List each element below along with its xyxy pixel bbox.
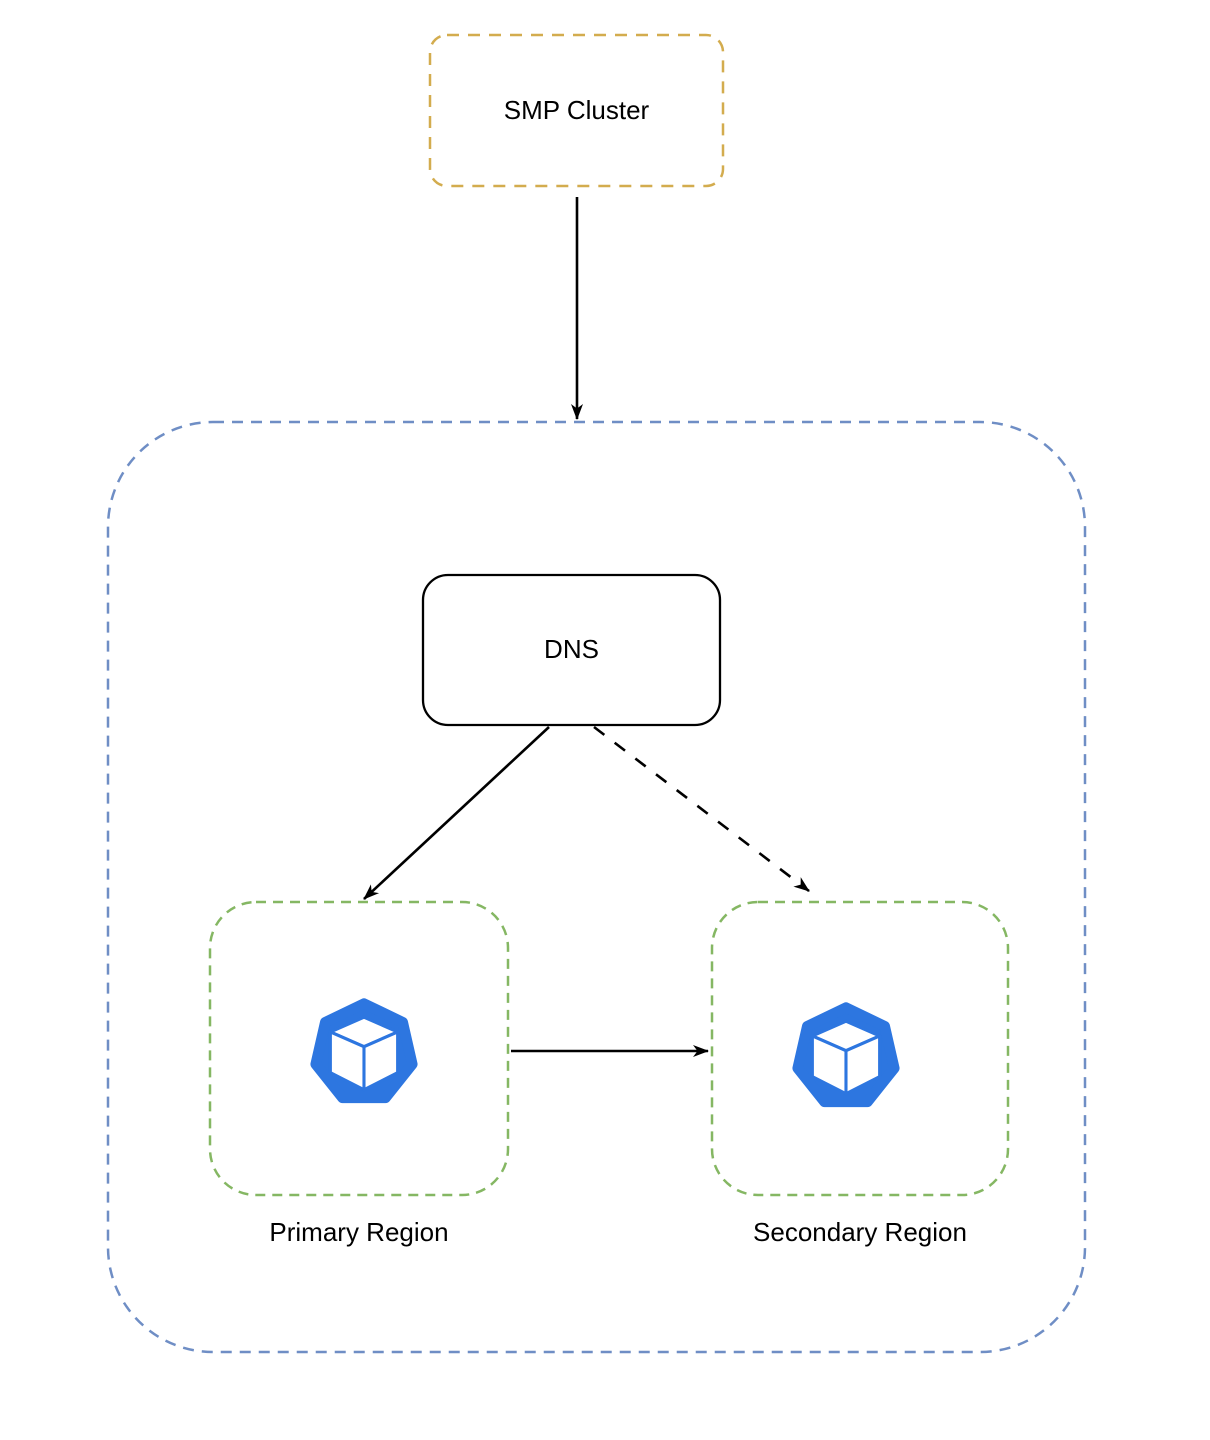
heptagon-cube-icon: [792, 1002, 900, 1108]
primary-region-box: [208, 900, 510, 1197]
primary-heptagon-cube-icon: [305, 993, 423, 1111]
primary-region-label: Primary Region: [269, 1217, 449, 1248]
secondary-region-box: [710, 900, 1010, 1197]
smp-cluster-label: SMP Cluster: [503, 94, 650, 125]
cube-right-face: [362, 1030, 400, 1092]
smp-cluster-box: [428, 33, 725, 188]
dns-label: DNS: [544, 634, 599, 665]
dns-box: [421, 573, 722, 727]
outer-container-box: [106, 420, 1087, 1354]
secondary-region-label: Secondary Region: [753, 1217, 967, 1248]
edge-dns-to-secondary: [593, 725, 810, 893]
edge-dns-to-primary: [363, 726, 550, 900]
heptagon-cube-icon: [310, 998, 418, 1104]
secondary-heptagon-cube-icon: [787, 997, 905, 1115]
cube-right-face: [844, 1034, 882, 1096]
